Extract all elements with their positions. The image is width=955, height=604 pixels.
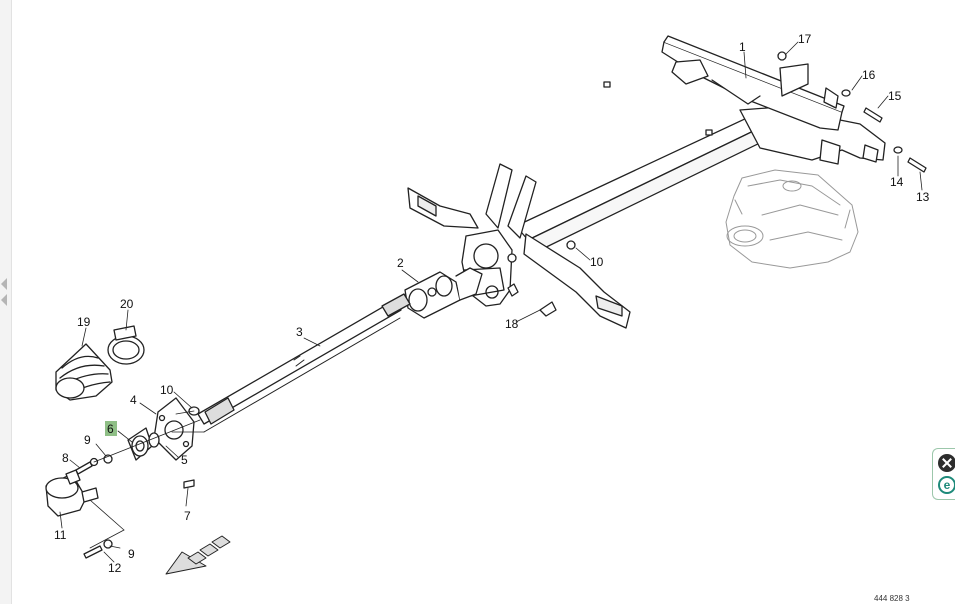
rubber-bellows [55, 343, 113, 401]
gearbox-housing-outline [725, 169, 859, 269]
edit-icon[interactable]: e [938, 476, 955, 494]
flange-plate [127, 397, 195, 461]
callout-10-right[interactable]: 10 [590, 255, 604, 269]
callout-4[interactable]: 4 [130, 393, 137, 407]
callout-19[interactable]: 19 [77, 315, 91, 329]
callout-15[interactable]: 15 [888, 89, 902, 103]
callout-10-left[interactable]: 10 [160, 383, 174, 397]
callout-6[interactable]: 6 [107, 422, 114, 436]
direction-arrow [165, 535, 231, 575]
callout-2[interactable]: 2 [397, 256, 404, 270]
drawing-number: 444 828 3 [874, 594, 910, 603]
callout-numbers: 1 2 3 4 5 6 7 8 9 9 10 10 11 12 13 14 15… [54, 32, 930, 575]
left-panel-strip [0, 0, 12, 604]
callout-8[interactable]: 8 [62, 451, 69, 465]
callout-9-bottom[interactable]: 9 [128, 547, 135, 561]
callout-11[interactable]: 11 [54, 528, 67, 542]
callout-14[interactable]: 14 [890, 175, 904, 189]
small-hardware [75, 51, 927, 559]
callout-20[interactable]: 20 [120, 297, 134, 311]
callout-7[interactable]: 7 [184, 509, 191, 523]
callout-12[interactable]: 12 [108, 561, 122, 575]
leader-lines [59, 41, 923, 563]
tube-clamp [45, 469, 99, 517]
callout-18[interactable]: 18 [505, 317, 519, 331]
side-toolbar: e [932, 448, 955, 500]
selected-callout-highlight [105, 421, 117, 436]
callout-9-top[interactable]: 9 [84, 433, 91, 447]
callout-3[interactable]: 3 [296, 325, 303, 339]
hose-clamp [107, 325, 145, 365]
callout-1[interactable]: 1 [739, 40, 746, 54]
universal-joint [404, 267, 519, 319]
assembly-lines [89, 410, 205, 549]
callout-5[interactable]: 5 [181, 453, 188, 467]
callout-13[interactable]: 13 [916, 190, 930, 204]
collapse-arrow-icon[interactable] [0, 276, 9, 308]
close-icon[interactable] [938, 454, 955, 472]
callout-17[interactable]: 17 [798, 32, 812, 46]
callout-16[interactable]: 16 [862, 68, 876, 82]
driveshaft [197, 293, 411, 433]
